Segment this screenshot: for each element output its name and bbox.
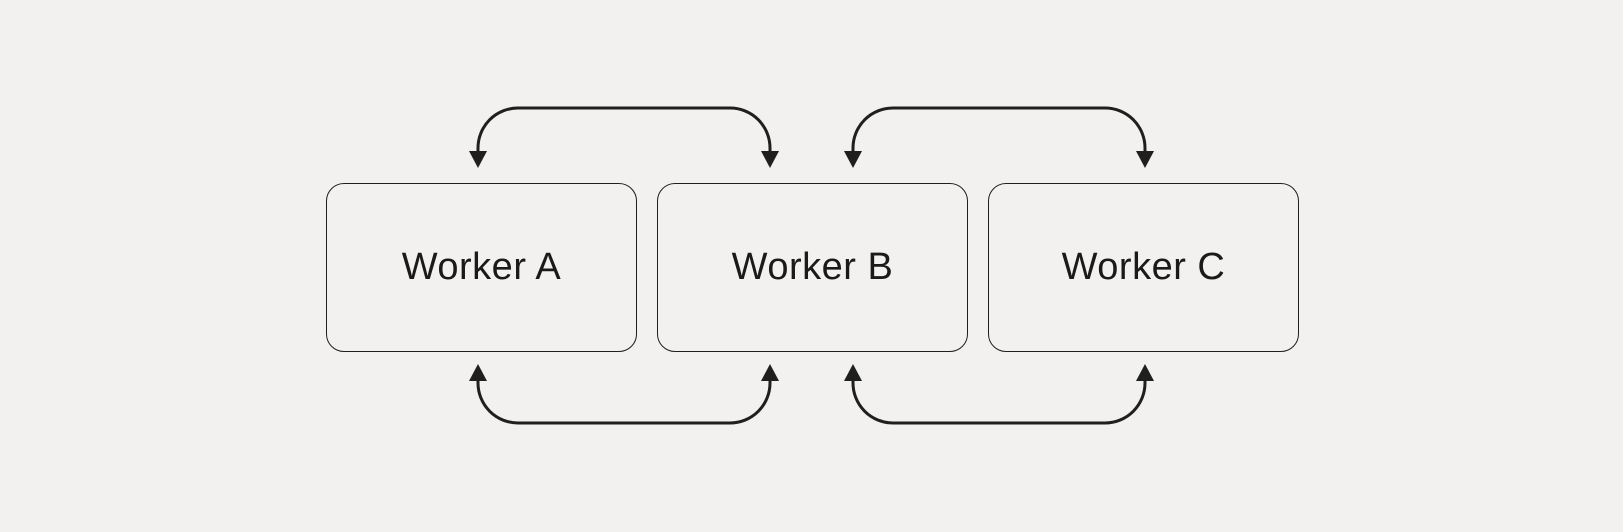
arrowhead-down-icon [1136, 151, 1154, 168]
arrowhead-down-icon [761, 151, 779, 168]
node-worker-a: Worker A [326, 183, 637, 352]
arrow-curve [476, 106, 772, 153]
arrow-curve [851, 106, 1147, 153]
arrow-worker-a-worker-b-bottom [469, 364, 779, 425]
arrow-curve [476, 379, 772, 425]
node-worker-a-label: Worker A [401, 246, 562, 288]
arrowhead-up-icon [844, 364, 862, 381]
arrowhead-up-icon [761, 364, 779, 381]
arrow-worker-b-worker-c-top [844, 106, 1154, 168]
node-worker-c-label: Worker C [1061, 246, 1226, 288]
node-worker-b: Worker B [657, 183, 968, 352]
arrowhead-up-icon [1136, 364, 1154, 381]
arrowhead-down-icon [844, 151, 862, 168]
arrow-curve [851, 379, 1147, 425]
node-worker-c: Worker C [988, 183, 1299, 352]
arrow-worker-a-worker-b-top [469, 106, 779, 168]
arrow-worker-b-worker-c-bottom [844, 364, 1154, 425]
arrowhead-down-icon [469, 151, 487, 168]
node-worker-b-label: Worker B [731, 246, 894, 288]
arrowhead-up-icon [469, 364, 487, 381]
